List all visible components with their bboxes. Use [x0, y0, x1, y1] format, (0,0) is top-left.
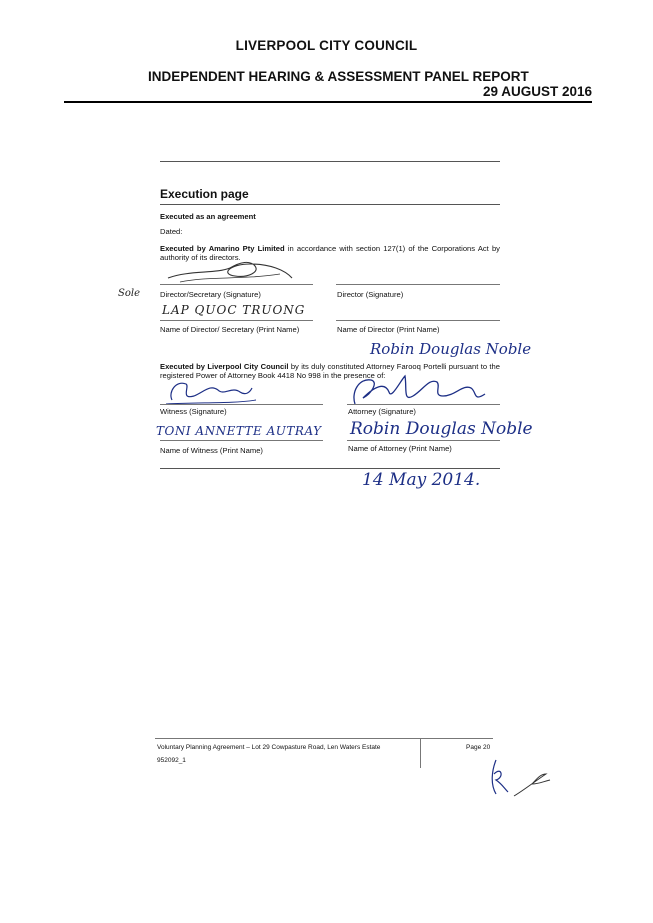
attorney-name-line [347, 440, 500, 441]
council-rest: by its duly constituted Attorney Farooq … [160, 362, 500, 380]
executed-as-agreement: Executed as an agreement [160, 212, 256, 221]
director-name-label: Name of Director (Print Name) [337, 325, 440, 334]
header-rule [64, 101, 592, 103]
council-name: LIVERPOOL CITY COUNCIL [235, 38, 418, 53]
amarino-prefix: Executed by [160, 244, 209, 253]
attorney-name-label: Name of Attorney (Print Name) [348, 444, 452, 453]
council-clause: Executed by Liverpool City Council by it… [160, 362, 500, 380]
footer-divider [420, 738, 421, 768]
attorney-sig-label: Attorney (Signature) [348, 407, 416, 416]
amarino-clause: Executed by Amarino Pty Limited in accor… [160, 244, 500, 262]
footer-doc-number: 952092_1 [157, 757, 186, 764]
director-sig-line [336, 284, 500, 285]
footer-agreement: Voluntary Planning Agreement – Lot 29 Co… [157, 744, 381, 751]
bottom-rule [160, 468, 500, 469]
council-name-bold: Liverpool City Council [207, 362, 289, 371]
report-date: 29 AUGUST 2016 [482, 84, 592, 99]
margin-note: Sole [118, 288, 140, 299]
execution-heading: Execution page [160, 187, 249, 201]
witness-name-handwritten: TONI ANNETTE AUTRAY [156, 424, 322, 438]
amarino-company: Amarino Pty Limited [208, 244, 285, 253]
witness-sig-line [160, 404, 323, 405]
director-secretary-signature [167, 261, 293, 283]
heading-rule [160, 204, 500, 205]
initials-signature [491, 759, 551, 797]
council-prefix: Executed by [160, 362, 208, 371]
dated-label: Dated: [160, 227, 183, 236]
amarino-rest: in accordance with section 127(1) of the… [160, 244, 500, 262]
witness-signature [165, 382, 257, 405]
date-handwritten: 14 May 2014. [362, 470, 481, 490]
attorney-annotation: Robin Douglas Noble [370, 340, 532, 358]
witness-name-label: Name of Witness (Print Name) [160, 446, 263, 455]
director-name-line [336, 320, 500, 321]
director-secretary-name-handwritten: LAP QUOC TRUONG [162, 303, 306, 317]
witness-sig-label: Witness (Signature) [160, 407, 227, 416]
attorney-signature [353, 374, 486, 405]
report-title: INDEPENDENT HEARING & ASSESSMENT PANEL R… [148, 69, 529, 84]
director-secretary-name-label: Name of Director/ Secretary (Print Name) [160, 325, 300, 334]
director-secretary-name-line [160, 320, 313, 321]
attorney-name-handwritten: Robin Douglas Noble [350, 419, 533, 439]
director-secretary-sig-label: Director/Secretary (Signature) [160, 290, 261, 299]
witness-name-line [160, 440, 323, 441]
top-rule [160, 161, 500, 162]
director-sig-label: Director (Signature) [337, 290, 404, 299]
footer-page: Page 20 [466, 744, 491, 751]
director-secretary-sig-line [160, 284, 313, 285]
footer-rule [155, 738, 493, 739]
attorney-sig-line [347, 404, 500, 405]
